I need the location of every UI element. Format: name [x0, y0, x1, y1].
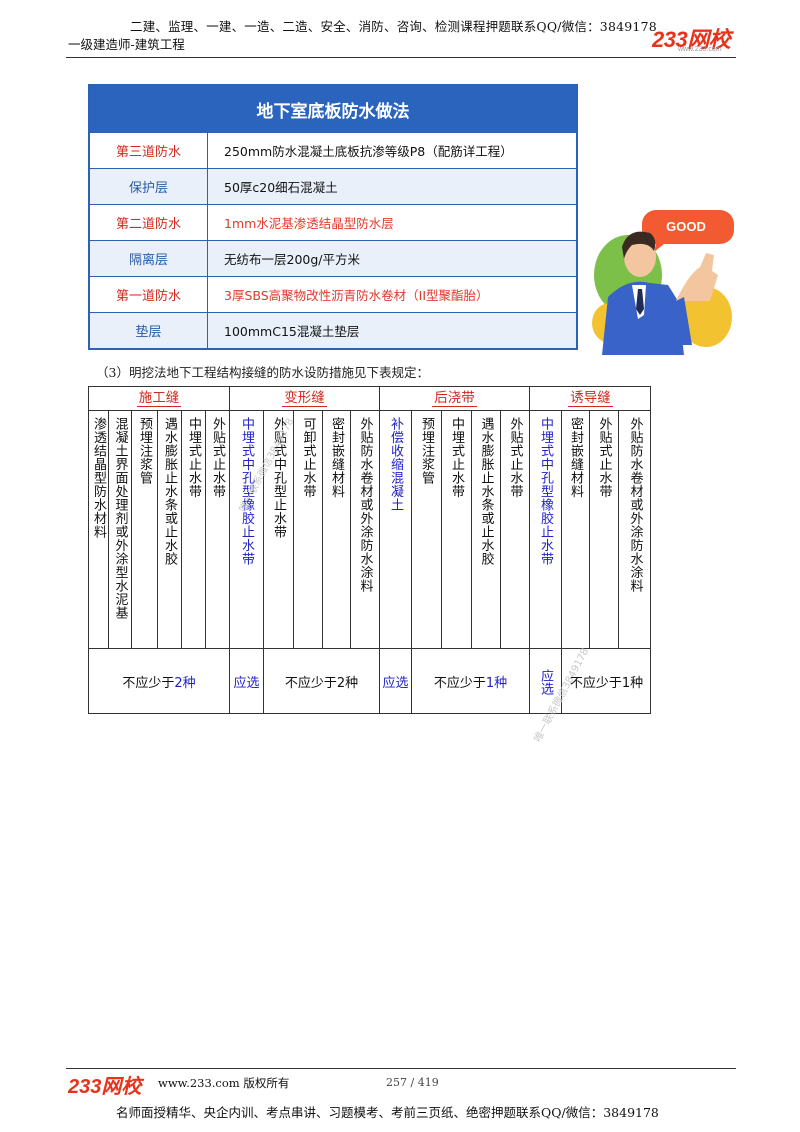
- sleeve: [668, 297, 692, 345]
- row-label: 第二道防水: [90, 205, 208, 240]
- footer-logo: 233网校: [68, 1076, 142, 1098]
- thumbs-up-illustration: GOOD: [592, 210, 734, 355]
- table-title: 地下室底板防水做法: [90, 86, 576, 132]
- group-header-deformation-joint: 变形缝: [230, 387, 380, 411]
- header-logo-url: www.233.com: [678, 46, 722, 53]
- joint-waterproof-table: 施工缝 变形缝 后浇带 诱导缝 渗透结晶型防水材料 混凝土界面处理剂或外涂型水泥…: [88, 386, 651, 744]
- table-column: 遇水膨胀止水条或止水胶: [158, 411, 182, 649]
- group-header-post-cast-strip: 后浇带: [380, 387, 530, 411]
- row-label: 垫层: [90, 313, 208, 348]
- table-column: 密封嵌缝材料: [562, 411, 590, 649]
- footer-divider: [66, 1068, 736, 1069]
- group-header-construction-joint: 施工缝: [89, 387, 230, 411]
- thumbs-up-hand: [676, 253, 718, 301]
- page-number: 257 / 419: [386, 1076, 439, 1089]
- table-column: 遇水膨胀止水条或止水胶: [472, 411, 501, 649]
- table-column: 中埋式止水带: [442, 411, 472, 649]
- table-row: 隔离层 无纺布一层200g/平方米: [90, 240, 576, 276]
- table-column: 外贴防水卷材或外涂防水涂料: [619, 411, 651, 649]
- table-column: 密封嵌缝材料: [323, 411, 351, 649]
- header-divider: [66, 57, 736, 58]
- row-content: 3厚SBS高聚物改性沥青防水卷材（II型聚酯胎）: [224, 288, 489, 303]
- row-label: 保护层: [90, 169, 208, 204]
- table-column: 外贴式止水带: [206, 411, 230, 649]
- tie: [636, 289, 644, 315]
- row-label: 隔离层: [90, 241, 208, 276]
- table-column: 预埋注浆管: [132, 411, 158, 649]
- footer-promo-text: 名师面授精华、央企内训、考点串讲、习题模考、考前三页纸、绝密押题联系QQ/微信：…: [116, 1105, 659, 1120]
- group-header-induced-joint: 诱导缝: [530, 387, 651, 411]
- table-row: 第一道防水 3厚SBS高聚物改性沥青防水卷材（II型聚酯胎）: [90, 276, 576, 312]
- table-column: 中埋式中孔型橡胶止水带: [230, 411, 264, 649]
- table-column: 外贴式止水带: [501, 411, 530, 649]
- leaf-decoration: [680, 287, 732, 347]
- table-column: 中埋式止水带: [182, 411, 206, 649]
- jacket: [602, 281, 684, 355]
- required-select-cell: 应选: [530, 649, 562, 714]
- table-row: 第二道防水 1mm水泥基渗透结晶型防水层: [90, 204, 576, 240]
- requirement-cell: 不应少于1种: [569, 676, 644, 691]
- table-row: 保护层 50厚c20细石混凝土: [90, 168, 576, 204]
- bubble-text: GOOD: [666, 219, 706, 234]
- header-subject: 一级建造师-建筑工程: [68, 37, 185, 52]
- row-label: 第一道防水: [90, 277, 208, 312]
- table-column: 预埋注浆管: [412, 411, 442, 649]
- hair: [622, 231, 656, 259]
- table-row: 垫层 100mmC15混凝土垫层: [90, 312, 576, 348]
- requirement-cell: 不应少于2种: [264, 649, 380, 714]
- table-column: 可卸式止水带: [294, 411, 323, 649]
- table-column: 中埋式中孔型橡胶止水带: [530, 411, 562, 649]
- row-content: 100mmC15混凝土垫层: [224, 324, 360, 339]
- header-logo: 233网校: [652, 27, 731, 52]
- row-content: 1mm水泥基渗透结晶型防水层: [224, 216, 394, 231]
- table-column: 外贴式中孔型止水带: [264, 411, 294, 649]
- basement-waterproof-table: 地下室底板防水做法 第三道防水 250mm防水混凝土底板抗渗等级P8（配筋详工程…: [88, 84, 578, 350]
- row-content: 50厚c20细石混凝土: [224, 180, 338, 195]
- section-paragraph: （3）明挖法地下工程结构接缝的防水设防措施见下表规定：: [96, 365, 429, 380]
- required-select-cell: 应选: [380, 649, 412, 714]
- row-content: 无纺布一层200g/平方米: [224, 252, 361, 267]
- table-column: 混凝土界面处理剂或外涂型水泥基: [109, 411, 132, 649]
- required-select-cell: 应选: [230, 649, 264, 714]
- table-column: 补偿收缩混凝土: [380, 411, 412, 649]
- footer-copyright: www.233.com 版权所有: [158, 1076, 290, 1090]
- header-promo-text: 二建、监理、一建、一造、二造、安全、消防、咨询、检测课程押题联系QQ/微信：38…: [130, 19, 657, 34]
- table-column: 外贴防水卷材或外涂防水涂料: [351, 411, 380, 649]
- row-label: 第三道防水: [90, 133, 208, 168]
- face: [624, 237, 656, 277]
- table-column: 外贴式止水带: [590, 411, 619, 649]
- table-row: 第三道防水 250mm防水混凝土底板抗渗等级P8（配筋详工程）: [90, 132, 576, 168]
- speech-bubble: [642, 210, 734, 252]
- table-column: 渗透结晶型防水材料: [89, 411, 109, 649]
- row-content: 250mm防水混凝土底板抗渗等级P8（配筋详工程）: [224, 144, 513, 159]
